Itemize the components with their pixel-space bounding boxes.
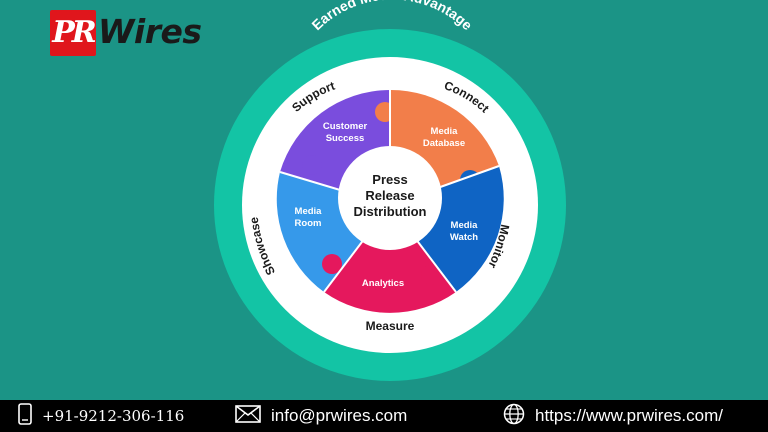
piece-analytics <box>324 205 456 313</box>
footer-website[interactable]: https://www.prwires.com/ <box>503 400 723 432</box>
envelope-icon <box>235 404 261 428</box>
phone-icon <box>18 402 32 430</box>
website-text: https://www.prwires.com/ <box>535 406 723 425</box>
center-line-2: Release <box>365 188 414 203</box>
label-media-database-1: Media <box>431 126 459 137</box>
logo-wordmark: Wires <box>98 12 202 51</box>
center-hub <box>338 146 442 250</box>
phone-text: +91-9212-306-116 <box>42 407 185 425</box>
footer-phone[interactable]: +91-9212-306-116 <box>18 400 184 432</box>
prwires-logo: PR Wires <box>46 6 216 62</box>
globe-icon <box>503 403 525 430</box>
label-media-room-2: Room <box>295 218 322 229</box>
contact-footer: +91-9212-306-116 info@prwires.com https:… <box>0 400 768 432</box>
label-media-watch-1: Media <box>451 220 479 231</box>
tab-blue-red <box>421 265 441 285</box>
label-customer-success-1: Customer <box>323 121 368 132</box>
center-line-1: Press <box>372 172 407 187</box>
ring-title: Earned Media Advantage <box>308 0 475 33</box>
tab-room-purple <box>302 155 322 175</box>
email-text: info@prwires.com <box>271 406 408 425</box>
label-measure: Measure <box>366 319 415 333</box>
label-media-room-1: Media <box>295 206 323 217</box>
earned-media-diagram: Earned Media Advantage Press Release Dis… <box>214 0 566 381</box>
label-customer-success-2: Success <box>326 133 365 144</box>
center-line-3: Distribution <box>354 204 427 219</box>
tab-red-room <box>322 254 342 274</box>
label-media-database-2: Database <box>423 138 465 149</box>
logo-pr-mark: PR <box>50 10 97 56</box>
label-media-watch-2: Watch <box>450 232 478 243</box>
svg-text:Earned Media Advantage: Earned Media Advantage <box>308 0 475 33</box>
label-analytics: Analytics <box>362 278 404 289</box>
tab-purple-orange <box>375 102 395 122</box>
footer-email[interactable]: info@prwires.com <box>235 400 407 432</box>
